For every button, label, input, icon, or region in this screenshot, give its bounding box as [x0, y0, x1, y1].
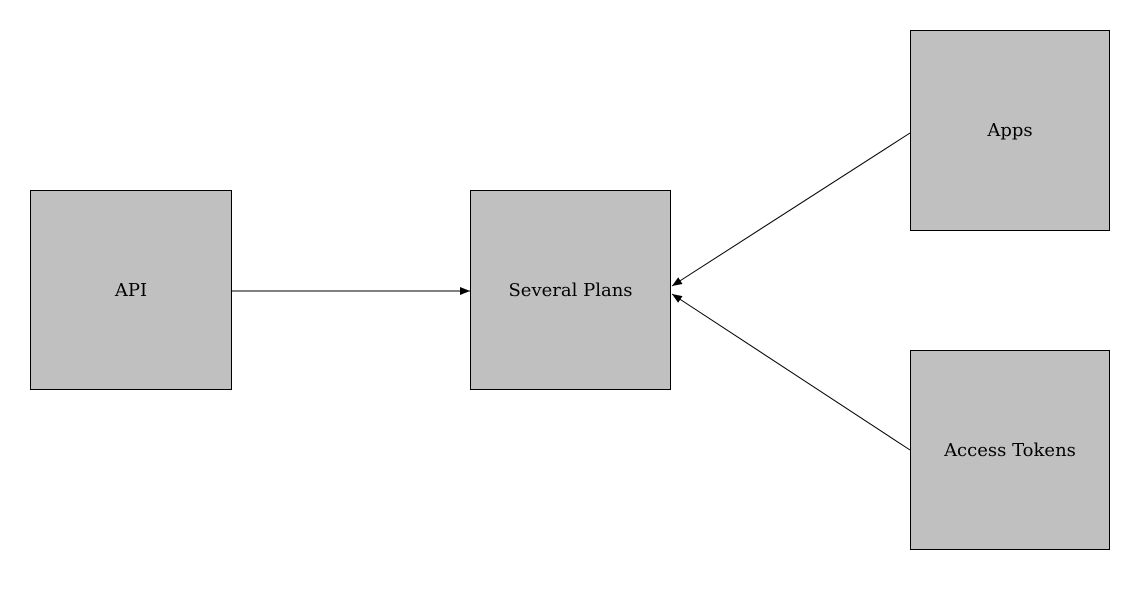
edge-access-tokens-to-several-plans — [671, 293, 911, 451]
node-api: API — [30, 190, 232, 390]
node-apps-label: Apps — [987, 120, 1033, 141]
node-several-plans-label: Several Plans — [508, 279, 633, 301]
node-access-tokens: Access Tokens — [910, 350, 1110, 550]
edge-apps-to-several-plans — [671, 132, 911, 287]
node-several-plans: Several Plans — [470, 190, 671, 390]
node-api-label: API — [114, 279, 148, 301]
node-apps: Apps — [910, 30, 1110, 231]
node-access-tokens-label: Access Tokens — [944, 439, 1076, 461]
